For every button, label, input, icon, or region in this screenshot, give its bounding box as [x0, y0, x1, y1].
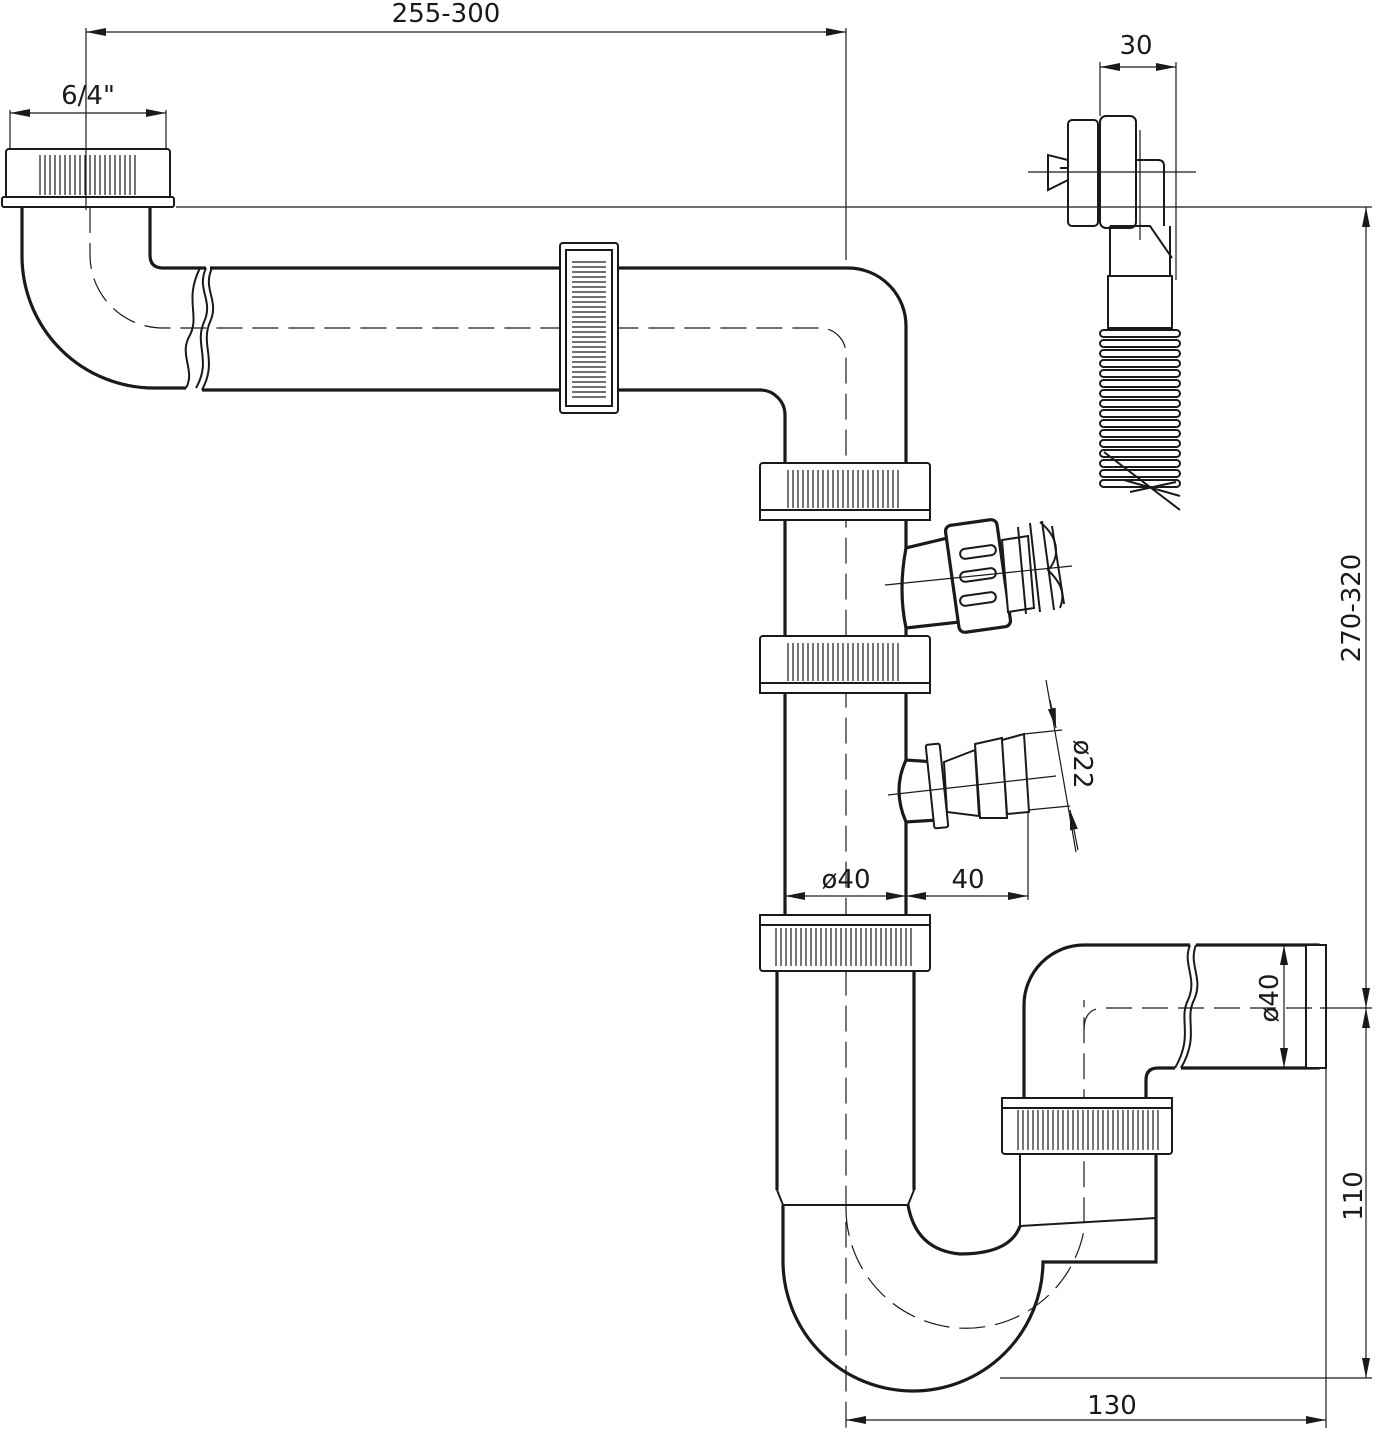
dim-overflow-width: 30 — [1119, 31, 1152, 61]
inlet-pipe-assembly — [1, 148, 908, 1429]
hose-connector — [887, 732, 1057, 830]
u-trap — [781, 943, 1327, 1393]
dim-hose-diameter: ø22 — [1067, 740, 1097, 789]
body-nut-upper — [759, 462, 931, 521]
dim-total-height: 270-320 — [1337, 554, 1367, 663]
dim-pipe-diameter: ø40 — [822, 865, 871, 895]
dim-trap-height: 110 — [1339, 1171, 1369, 1221]
body-nut-lower — [759, 914, 931, 972]
washer-connector — [884, 518, 1073, 634]
inlet-elbow — [20, 207, 186, 390]
body-nut-middle — [759, 635, 931, 694]
trap-nut — [1001, 1097, 1173, 1155]
dim-top-width: 255-300 — [392, 0, 501, 29]
dim-outlet-length: 130 — [1087, 1391, 1137, 1421]
vertical-body — [759, 462, 931, 1206]
overflow-assembly — [1028, 115, 1196, 511]
horizontal-pipe — [210, 266, 908, 463]
dimension-lines — [9, 28, 1372, 1428]
coupling-nut — [559, 242, 619, 414]
dim-outlet-diameter: ø40 — [1255, 974, 1285, 1023]
inlet-nut — [1, 148, 175, 208]
dim-hose-offset: 40 — [951, 865, 984, 895]
dim-inlet-thread: 6/4" — [61, 81, 115, 111]
